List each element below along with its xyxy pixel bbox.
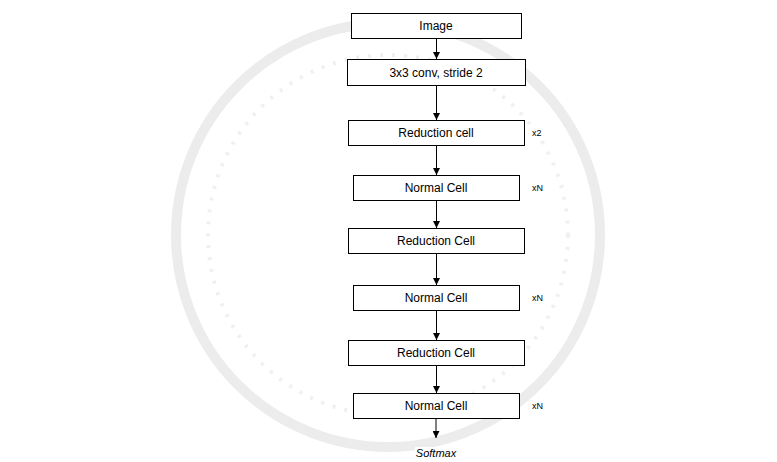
output-label: Softmax	[415, 447, 457, 460]
box-label: Image	[419, 19, 452, 33]
conv-box: 3x3 conv, stride 2	[347, 59, 526, 86]
output-arrow	[436, 419, 437, 438]
seal-ring	[176, 23, 600, 447]
box-label: Reduction Cell	[397, 346, 475, 360]
box-label: 3x3 conv, stride 2	[389, 66, 482, 80]
repeat-count: xN	[531, 183, 544, 193]
repeat-count: xN	[531, 401, 544, 411]
flow-arrow	[436, 311, 437, 340]
seal-dots	[208, 55, 568, 415]
flow-arrow	[436, 39, 437, 59]
normal-cell: Normal Cell	[353, 285, 520, 311]
flow-arrow	[436, 366, 437, 393]
reduction-cell: Reduction cell	[348, 120, 525, 146]
repeat-count: xN	[531, 293, 544, 303]
normal-cell: Normal Cell	[353, 393, 520, 419]
reduction-cell: Reduction Cell	[348, 340, 525, 366]
box-label: Normal Cell	[405, 399, 468, 413]
input-box: Image	[351, 13, 522, 39]
reduction-cell: Reduction Cell	[348, 228, 525, 254]
box-label: Normal Cell	[405, 181, 468, 195]
box-label: Reduction cell	[398, 126, 473, 140]
flow-arrow	[436, 146, 437, 175]
normal-cell: Normal Cell	[353, 175, 520, 201]
flow-arrow	[436, 201, 437, 228]
box-label: Reduction Cell	[397, 234, 475, 248]
flow-arrow	[436, 254, 437, 285]
flow-arrow	[436, 86, 437, 120]
box-label: Normal Cell	[405, 291, 468, 305]
repeat-count: x2	[531, 128, 543, 138]
